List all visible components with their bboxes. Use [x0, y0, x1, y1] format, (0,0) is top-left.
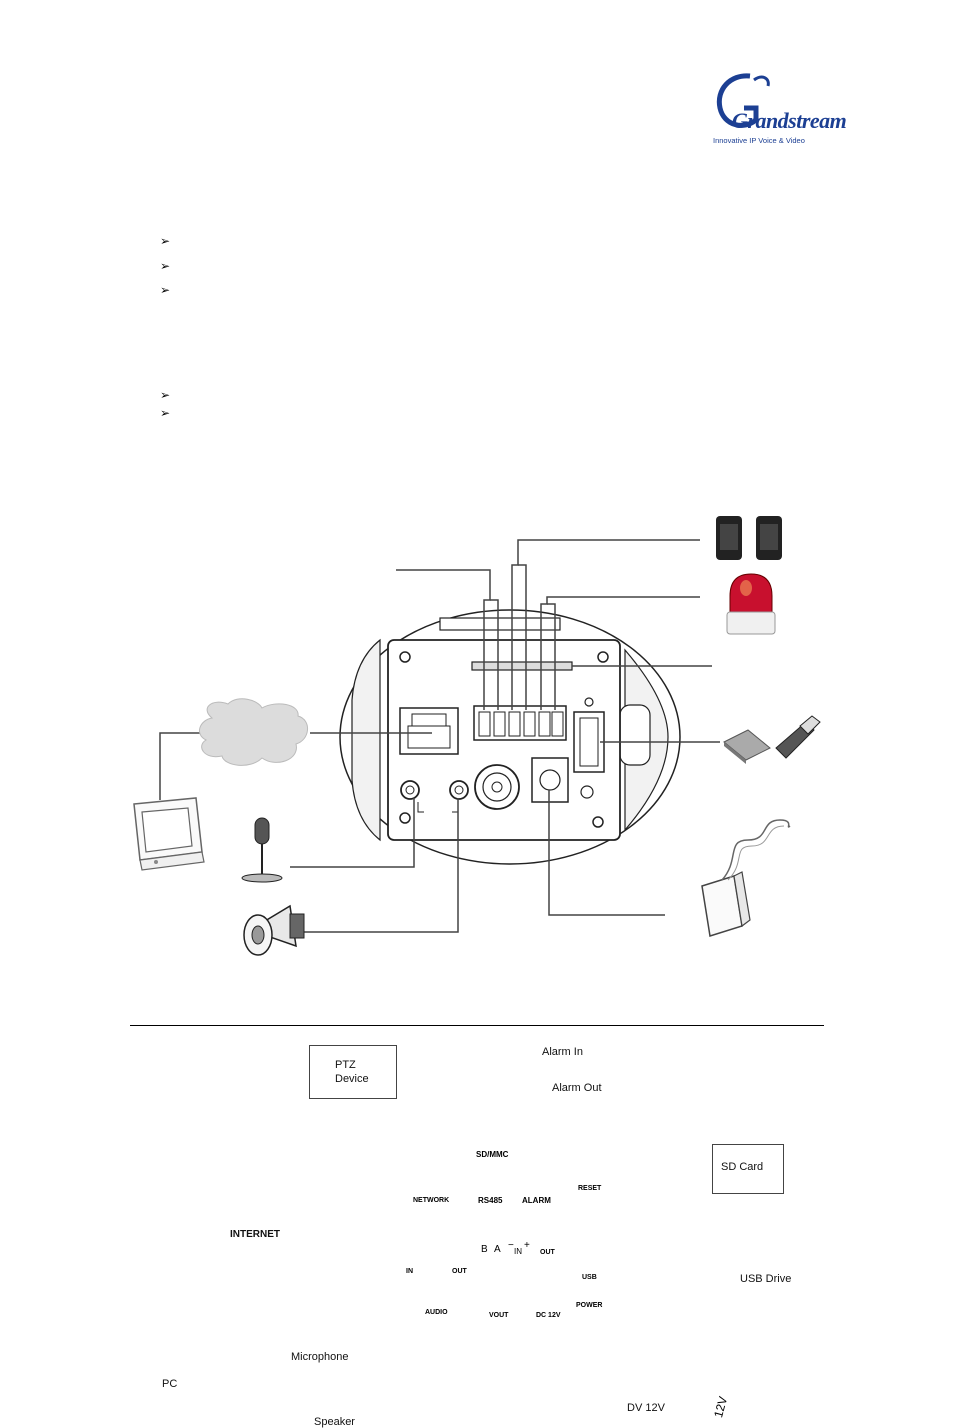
network-panel-label: NETWORK	[413, 1197, 450, 1204]
screw-icon	[399, 651, 411, 663]
alarm-in-sensor-icon	[716, 516, 782, 560]
pin-minus-label: −	[508, 1240, 514, 1251]
alarm-out-label: Alarm Out	[552, 1082, 602, 1094]
screw-icon	[399, 812, 411, 824]
connection-diagram-drawing	[133, 516, 821, 956]
audio-out-panel-label: OUT	[452, 1268, 467, 1275]
reset-panel-label: RESET	[578, 1185, 602, 1192]
audio-in-panel-label: IN	[406, 1268, 413, 1275]
screw-icon	[597, 651, 609, 663]
ptz-device-box: PTZ Device	[309, 1045, 397, 1099]
power-adapter-icon	[701, 819, 791, 937]
pin-plus-label: +	[524, 1240, 530, 1251]
bullet-arrow-icon: ➢	[160, 234, 171, 248]
pin-in-label: IN	[514, 1247, 522, 1256]
reset-button	[584, 697, 594, 707]
bullet-arrow-icon: ➢	[160, 406, 171, 420]
logo-tagline: Innovative IP Voice & Video	[713, 136, 805, 145]
pin-a-label: A	[494, 1244, 501, 1255]
connection-diagram: PTZ Device SD Card Alarm In Alarm Out IN…	[0, 500, 954, 1428]
internet-cloud-icon	[198, 698, 308, 766]
adapter-12v-label: 12V	[711, 1394, 731, 1420]
bullet-arrow-icon: ➢	[160, 388, 171, 402]
speaker-horn-icon	[243, 904, 305, 956]
usb-drive-icon	[723, 715, 821, 764]
alarm-out-beacon-icon	[726, 573, 776, 635]
alarm-in-label: Alarm In	[542, 1046, 583, 1058]
microphone-label: Microphone	[291, 1351, 349, 1363]
microphone-icon	[241, 817, 283, 883]
sdmmc-panel-label: SD/MMC	[476, 1150, 509, 1159]
footer-divider	[130, 1025, 824, 1026]
bullet-arrow-icon: ➢	[160, 259, 171, 273]
ptz-device-label: PTZ Device	[335, 1059, 369, 1085]
dv12v-label: DV 12V	[627, 1402, 665, 1414]
sd-card-box: SD Card	[712, 1144, 784, 1194]
rs485-panel-label: RS485	[478, 1196, 503, 1205]
speaker-label: Speaker	[314, 1416, 355, 1428]
bullet-arrow-icon: ➢	[160, 283, 171, 297]
usb-panel-label: USB	[582, 1274, 597, 1281]
audio-panel-label: AUDIO	[425, 1309, 448, 1316]
sd-card-slot	[471, 661, 573, 671]
vout-panel-label: VOUT	[489, 1312, 509, 1319]
usb-drive-label: USB Drive	[740, 1273, 792, 1285]
pc-label: PC	[162, 1378, 178, 1390]
pin-b-label: B	[481, 1244, 488, 1255]
dc-out-panel-label: OUT	[540, 1249, 555, 1256]
power-led	[580, 785, 594, 799]
alarm-panel-label: ALARM	[522, 1196, 551, 1205]
logo-wordmark: Grandstream	[732, 108, 847, 133]
logo-g-mark-icon	[716, 73, 770, 128]
company-logo: Grandstream Innovative IP Voice & Video	[710, 68, 847, 150]
power-panel-label: POWER	[576, 1302, 603, 1309]
sd-card-label: SD Card	[721, 1161, 764, 1173]
dc12v-panel-label: DC 12V	[536, 1312, 561, 1319]
pc-monitor-icon	[133, 797, 205, 871]
camera-outline-ellipse	[339, 609, 681, 865]
screw-icon	[592, 816, 604, 828]
